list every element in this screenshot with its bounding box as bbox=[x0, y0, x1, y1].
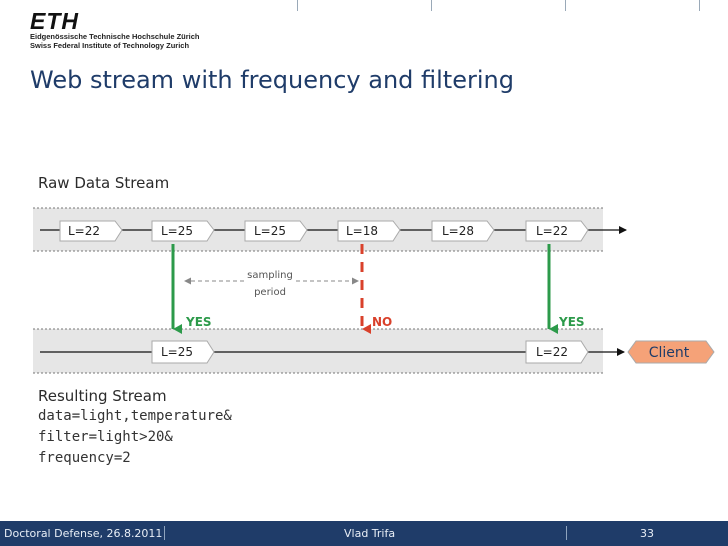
raw-packet-label: L=18 bbox=[346, 224, 378, 238]
request-line: filter=light>20& bbox=[38, 429, 173, 445]
raw-packet-5: L=28 bbox=[431, 220, 495, 242]
slide-title: Web stream with frequency and filtering bbox=[30, 66, 514, 94]
institution-name-en: Swiss Federal Institute of Technology Zu… bbox=[30, 41, 190, 50]
footer-divider bbox=[566, 526, 567, 540]
footer-bar bbox=[0, 521, 728, 546]
eth-logo: ETH bbox=[30, 8, 79, 34]
request-line: frequency=2 bbox=[38, 450, 131, 466]
raw-packet-3: L=25 bbox=[244, 220, 308, 242]
yes-label: YES bbox=[558, 315, 585, 329]
raw-packet-label: L=22 bbox=[536, 224, 568, 238]
raw-packet-4: L=18 bbox=[337, 220, 401, 242]
raw-packet-1: L=22 bbox=[59, 220, 123, 242]
result-packet-1: L=25 bbox=[151, 340, 215, 364]
raw-packet-label: L=28 bbox=[442, 224, 474, 238]
result-packet-2: L=22 bbox=[525, 340, 589, 364]
client-label: Client bbox=[649, 345, 690, 361]
request-line: data=light,temperature& bbox=[38, 408, 232, 424]
sampling-label: sampling bbox=[247, 270, 293, 281]
raw-packet-2: L=25 bbox=[151, 220, 215, 242]
header-divider bbox=[297, 0, 298, 11]
header-divider bbox=[431, 0, 432, 11]
raw-stream-label: Raw Data Stream bbox=[38, 174, 170, 192]
footer-author: Vlad Trifa bbox=[344, 527, 396, 540]
page-number: 33 bbox=[640, 527, 654, 540]
institution-name-de: Eidgenössische Technische Hochschule Zür… bbox=[30, 32, 200, 41]
raw-packet-label: L=25 bbox=[254, 224, 286, 238]
stream-diagram: L=22 L=25 L=25 L=18 L=28 L=22 L=25 L=22 … bbox=[33, 207, 715, 374]
header-divider bbox=[699, 0, 700, 11]
raw-packet-6: L=22 bbox=[525, 220, 589, 242]
result-packet-label: L=22 bbox=[536, 345, 568, 359]
result-packet-label: L=25 bbox=[161, 345, 193, 359]
footer-divider bbox=[164, 526, 165, 540]
result-stream-label: Resulting Stream bbox=[38, 387, 167, 405]
yes-label: YES bbox=[185, 315, 212, 329]
result-stream-band bbox=[33, 329, 603, 373]
sampling-label: period bbox=[254, 287, 286, 298]
header-divider bbox=[565, 0, 566, 11]
client-box: Client bbox=[627, 340, 715, 364]
raw-packet-label: L=25 bbox=[161, 224, 193, 238]
footer-event: Doctoral Defense, 26.8.2011 bbox=[4, 527, 163, 540]
no-label: NO bbox=[372, 315, 392, 329]
raw-packet-label: L=22 bbox=[68, 224, 100, 238]
